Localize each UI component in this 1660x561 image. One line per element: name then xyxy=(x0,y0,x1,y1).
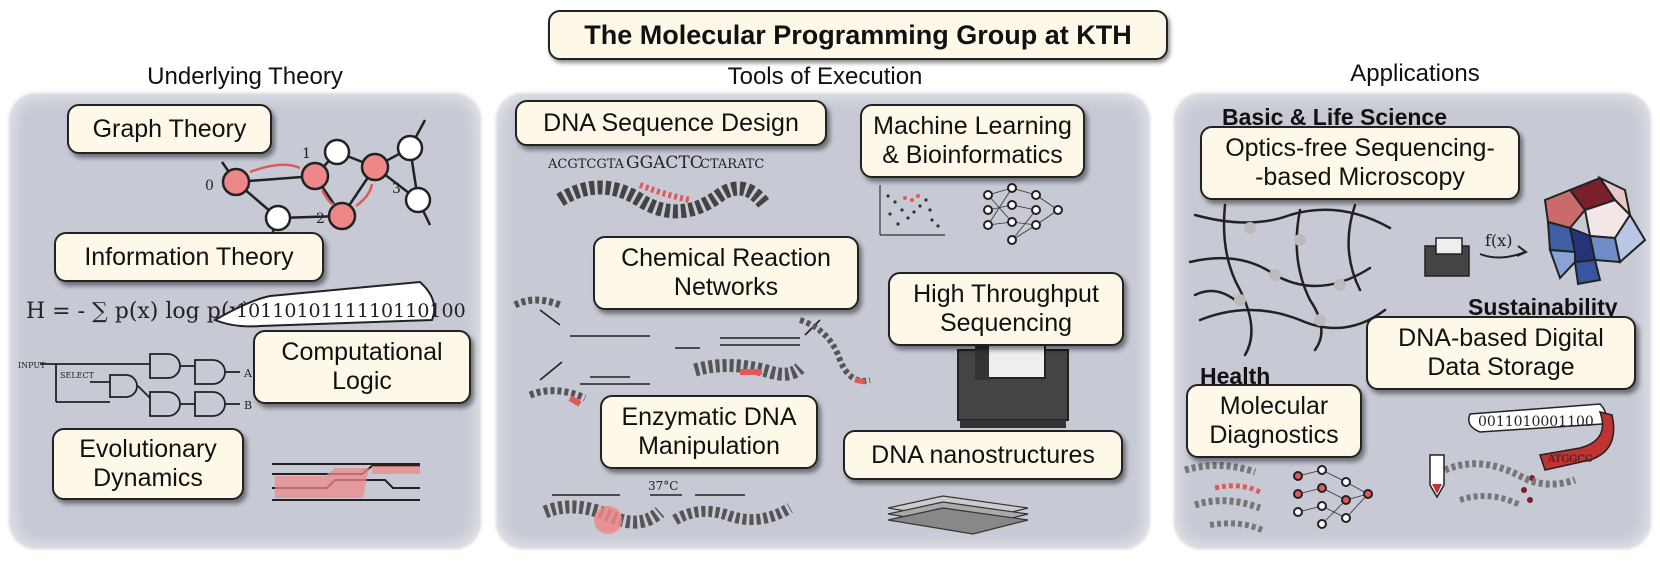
storage-bits: 0011010001100 xyxy=(1478,414,1594,430)
dna-sequence-design-box: DNA Sequence Design xyxy=(515,100,827,146)
page-title: The Molecular Programming Group at KTH xyxy=(548,10,1168,60)
graph-node-label-2: 2 xyxy=(316,211,325,227)
sequence-right: CTARATC xyxy=(700,157,764,172)
high-throughput-sequencing-box: High Throughput Sequencing xyxy=(888,272,1124,346)
microscopy-function-label: f(x) xyxy=(1485,231,1512,250)
tools-heading: Tools of Execution xyxy=(727,63,923,90)
basic-life-science-label: Basic & Life Science xyxy=(1222,104,1447,130)
dna-nanostructures-box: DNA nanostructures xyxy=(843,430,1123,480)
enzymatic-dna-box: Enzymatic DNA Manipulation xyxy=(600,395,818,469)
graph-node-label-0: 0 xyxy=(205,178,214,194)
graph-node-label-3: 3 xyxy=(392,181,401,197)
sustainability-label: Sustainability xyxy=(1468,294,1618,320)
sequence-highlight: GGACTC xyxy=(626,153,703,173)
logic-out-b: B xyxy=(244,399,252,412)
binary-ribbon: 1011010111110110100 xyxy=(236,300,466,322)
logic-select-label: SELECT xyxy=(60,371,95,380)
sequence-left: ACGTCGTA xyxy=(547,157,625,172)
computational-logic-box: Computational Logic xyxy=(253,330,471,404)
molecular-diagnostics-box: Molecular Diagnostics xyxy=(1186,384,1362,458)
applications-heading: Applications xyxy=(1350,60,1480,87)
logic-out-a: A xyxy=(243,367,253,380)
enzymatic-temperature: 37°C xyxy=(648,479,678,493)
storage-bases: ATGGCC xyxy=(1547,454,1593,465)
graph-node-label-1: 1 xyxy=(302,146,311,162)
graph-theory-box: Graph Theory xyxy=(67,104,272,154)
logic-input-label: INPUT xyxy=(18,361,46,370)
chemical-reaction-networks-box: Chemical Reaction Networks xyxy=(593,236,859,310)
evolutionary-dynamics-box: Evolutionary Dynamics xyxy=(52,428,244,500)
machine-learning-box: Machine Learning & Bioinformatics xyxy=(860,104,1085,178)
dna-data-storage-box: DNA-based Digital Data Storage xyxy=(1366,316,1636,390)
information-theory-box: Information Theory xyxy=(54,232,324,282)
theory-heading: Underlying Theory xyxy=(147,63,343,90)
entropy-formula: H = - ∑ p(x) log p(x) xyxy=(26,299,250,324)
optics-free-microscopy-box: Optics-free Sequencing- -based Microscop… xyxy=(1200,126,1520,200)
